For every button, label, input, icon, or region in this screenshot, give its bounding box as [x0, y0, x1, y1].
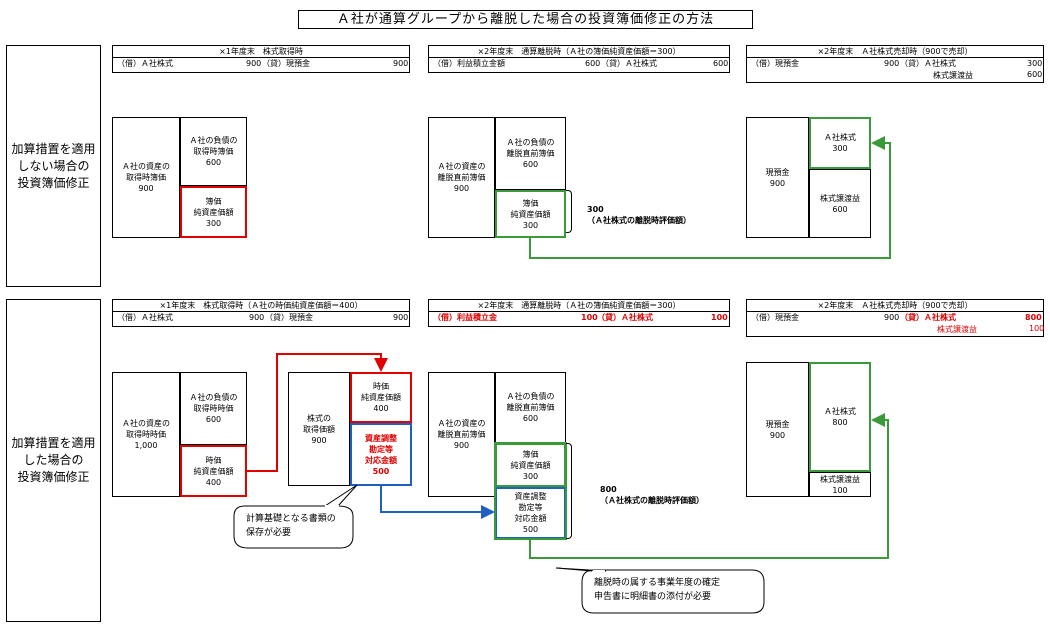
row2-label: 加算措置を適用 した場合の 投資簿価修正: [6, 299, 101, 622]
row2-journal-2: ×2年度末 通算離脱時（Ａ社の簿価純資産価額＝300） （借）利益積立金 100…: [428, 299, 730, 327]
journal-debit-value: 100: [581, 313, 598, 322]
journal-credit: （貸）Ａ社株式: [597, 313, 653, 322]
row2-journal-3: ×2年度末 Ａ社株式売却時（900で売却） （借）現預金 900 （貸）Ａ社株式…: [746, 299, 1044, 337]
journal-credit: （貸）Ａ社株式: [900, 59, 956, 68]
journal-debit: （借）Ａ社株式: [117, 59, 173, 68]
row1-label: 加算措置を適用 しない場合の 投資簿価修正: [6, 45, 101, 287]
journal-credit: （貸）現預金: [262, 59, 310, 68]
journal-credit-2: 株式譲渡益: [937, 325, 977, 334]
sale-cash-box: 現預金 900: [746, 362, 809, 497]
journal-debit: （借）Ａ社株式: [117, 313, 173, 322]
stock-cost-box: 株式の 取得価額 900: [288, 372, 350, 486]
journal-head: ×2年度末 Ａ社株式売却時（900で売却）: [747, 300, 1043, 312]
row2-journal-1: ×1年度末 株式取得時（Ａ社の時価純資産価額＝400） （借）Ａ社株式 900 …: [112, 299, 410, 327]
journal-debit: （借）現預金: [751, 59, 799, 68]
journal-head: ×2年度末 通算離脱時（Ａ社の簿価純資産価額＝300）: [429, 46, 729, 58]
acq-assets-box: Ａ社の資産の 取得時簿価 900: [112, 117, 180, 238]
journal-credit-2-value: 100: [1029, 324, 1045, 333]
journal-credit-value: 900: [393, 313, 409, 322]
journal-head: ×1年度末 株式取得時（Ａ社の時価純資産価額＝400）: [113, 300, 409, 312]
callout-2-shape: [581, 569, 765, 614]
journal-debit: （借）利益積立金額: [433, 59, 505, 68]
acq-assets-box: Ａ社の資産の 取得時時価 1,000: [112, 372, 180, 497]
exit-valuation-outline: [494, 442, 567, 540]
row1-journal-3: ×2年度末 Ａ社株式売却時（900で売却） （借）現預金 900 （貸）Ａ社株式…: [746, 45, 1044, 83]
row1-journal-2: ×2年度末 通算離脱時（Ａ社の簿価純資産価額＝300） （借）利益積立金額 60…: [428, 45, 730, 73]
journal-credit: （貸）Ａ社株式: [900, 313, 956, 322]
acq-liabilities-box: Ａ社の負債の 取得時簿価 600: [180, 117, 247, 186]
journal-debit: （借）利益積立金: [433, 313, 497, 322]
exit-liabilities-box: Ａ社の負債の 離脱直前簿価 600: [495, 117, 566, 190]
journal-debit-value: 900: [246, 59, 262, 68]
journal-head: ×2年度末 通算離脱時（Ａ社の簿価純資産価額＝300）: [429, 300, 729, 312]
journal-head: ×2年度末 Ａ社株式売却時（900で売却）: [747, 46, 1043, 58]
journal-credit-value: 900: [393, 59, 409, 68]
journal-credit: （貸）Ａ社株式: [601, 59, 657, 68]
journal-head: ×1年度末 株式取得時: [113, 46, 409, 58]
page-title: Ａ社が通算グループから離脱した場合の投資簿価修正の方法: [298, 10, 753, 29]
row2-green-arrow: [529, 413, 889, 559]
journal-debit: （借）現預金: [751, 313, 799, 322]
sale-gain-box: 株式譲渡益 100: [809, 472, 871, 497]
exit-valuation-note: 800 （Ａ社株式の離脱時評価額）: [600, 485, 704, 505]
journal-debit-value: 900: [884, 59, 900, 68]
bracket: [566, 190, 572, 233]
callout-1-text: 計算基礎となる書類の 保存が必要: [246, 514, 336, 538]
journal-debit-value: 600: [585, 59, 601, 68]
acq-net-assets-box: 簿価 純資産価額 300: [180, 186, 247, 238]
exit-valuation-note: 300 （Ａ社株式の離脱時評価額）: [587, 205, 691, 225]
adjustment-amount-box: 資産調整 勘定等 対応金額 500: [350, 423, 412, 486]
journal-credit-value: 600: [713, 59, 729, 68]
sale-stock-box: Ａ社株式 800: [809, 362, 871, 472]
bracket: [566, 443, 572, 539]
exit-assets-box: Ａ社の資産の 離脱直前簿価 900: [428, 117, 495, 238]
row1-green-arrow: [529, 136, 891, 259]
row1-journal-1: ×1年度末 株式取得時 （借）Ａ社株式 900 （貸）現預金 900: [112, 45, 410, 73]
journal-credit-value: 100: [711, 313, 728, 322]
exit-assets-box: Ａ社の資産の 離脱直前簿価 900: [428, 372, 495, 497]
journal-credit-value: 300: [1027, 59, 1043, 68]
journal-credit-value: 800: [1025, 313, 1042, 322]
journal-credit-2-value: 600: [1027, 70, 1043, 79]
row2-red-arrow: [247, 353, 388, 472]
callout-2-text: 離脱時の属する事業年度の確定 申告書に明細書の添付が必要: [594, 578, 721, 602]
acq-net-assets-box: 時価 純資産価額 400: [180, 445, 247, 497]
exit-net-assets-box: 簿価 純資産価額 300: [495, 190, 566, 238]
sale-cash-box: 現預金 900: [746, 117, 809, 238]
row2-blue-arrow: [380, 486, 495, 519]
journal-debit-value: 900: [884, 313, 900, 322]
journal-credit-2: 株式譲渡益: [933, 71, 973, 80]
journal-debit-value: 900: [249, 313, 265, 322]
acq-liabilities-box: Ａ社の負債の 取得時時価 600: [180, 372, 247, 445]
sale-stock-box: Ａ社株式 300: [809, 117, 871, 169]
journal-credit: （貸）現預金: [265, 313, 313, 322]
sale-gain-box: 株式譲渡益 600: [809, 169, 871, 238]
fair-net-assets-box: 時価 純資産価額 400: [350, 372, 412, 423]
